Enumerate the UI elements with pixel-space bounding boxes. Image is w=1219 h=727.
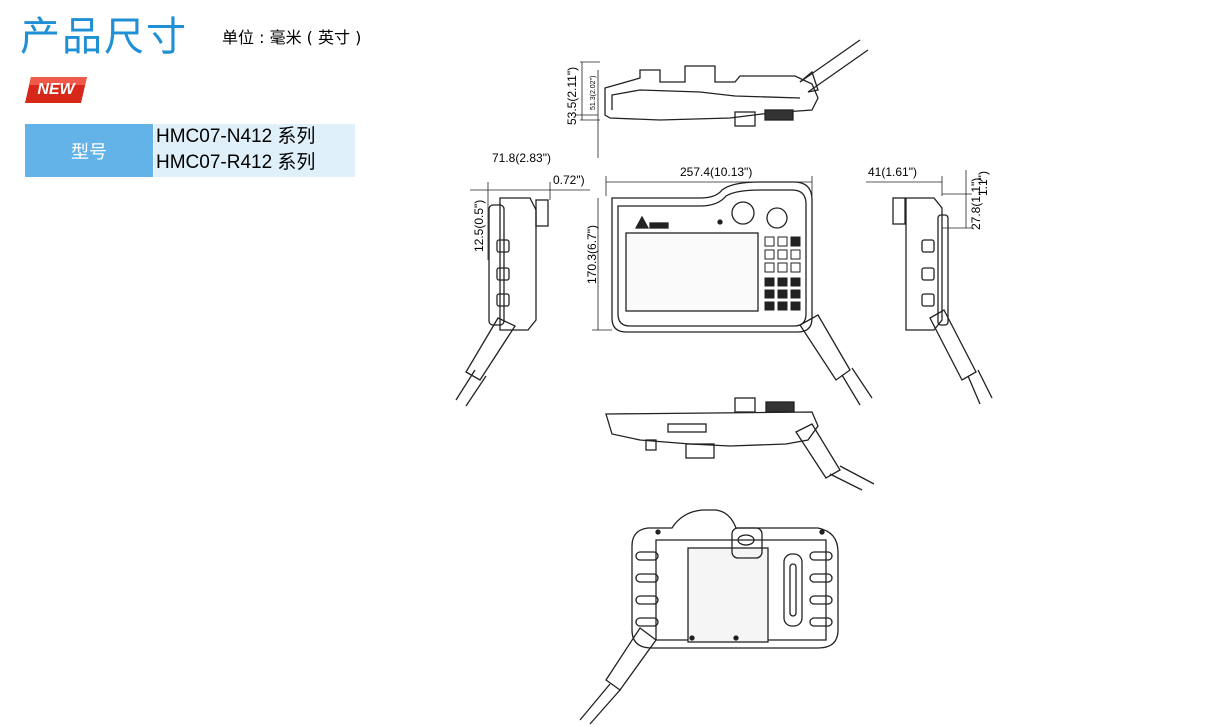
unit-note: 单位 : 毫米 ( 英寸 ) <box>222 28 362 47</box>
dim-left-height: 12.5(0.5") <box>472 200 486 252</box>
new-badge-label: NEW <box>37 81 75 98</box>
page-title: 产品尺寸 <box>20 14 188 60</box>
new-badge-shape <box>25 77 87 103</box>
back-view <box>579 509 839 725</box>
bottom-view <box>605 397 875 491</box>
front-view <box>592 176 873 406</box>
top-view <box>575 39 869 158</box>
dim-top-height: 53.5(2.11") <box>565 67 579 125</box>
dim-left-width: 71.8(2.83") <box>492 151 551 165</box>
dim-front-height: 170.3(6.7") <box>585 225 599 284</box>
model-label: 型号 <box>25 124 153 177</box>
right-view <box>866 170 993 405</box>
dim-top-small: 51.3(2.02") <box>590 76 597 110</box>
dim-right-width: 41(1.61") <box>868 165 917 179</box>
model-values: HMC07-N412 系列 HMC07-R412 系列 <box>154 124 355 177</box>
new-badge: NEW <box>25 75 87 105</box>
left-view <box>455 182 590 407</box>
dim-left-small: 0.72") <box>553 173 585 187</box>
dim-right-height: 27.8(1.1") <box>969 178 983 230</box>
dim-right-small: 1.1") <box>976 171 990 196</box>
model-value-1: HMC07-N412 系列 <box>156 126 316 147</box>
keypad <box>764 236 801 311</box>
dim-front-width: 257.4(10.13") <box>680 165 752 179</box>
model-value-2: HMC07-R412 系列 <box>156 152 316 173</box>
